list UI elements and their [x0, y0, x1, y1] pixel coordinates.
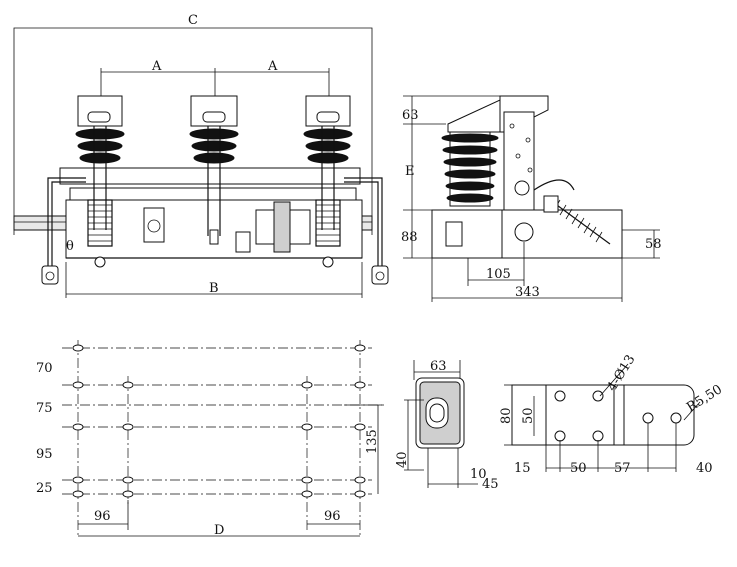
hole-plan: 70 75 95 25 135 96 96 D [36, 340, 384, 538]
dim-50-h: 50 [570, 461, 587, 476]
dim-95: 95 [36, 447, 53, 462]
dim-10: 10 [470, 467, 487, 482]
dim-e: E [405, 164, 415, 179]
dim-70: 70 [36, 361, 53, 376]
pole-1 [75, 95, 125, 268]
dim-63-side: 63 [402, 108, 419, 123]
dim-135: 135 [365, 429, 380, 454]
pole-2 [189, 95, 239, 245]
dim-58: 58 [645, 237, 662, 252]
dim-b: B [209, 281, 219, 296]
dim-96-right: 96 [324, 509, 341, 524]
pole-3 [303, 95, 353, 268]
side-view: 63 E 88 [401, 95, 662, 302]
label-theta: θ [66, 239, 74, 254]
handle-detail: 63 40 10 45 [395, 359, 499, 492]
dim-96-left: 96 [94, 509, 111, 524]
bracket-detail: 4-Ø13 R5,50 80 50 15 50 57 40 [499, 352, 725, 476]
dim-105: 105 [486, 267, 511, 282]
dim-40-bracket: 40 [696, 461, 713, 476]
front-view: C A A [13, 13, 389, 298]
dim-75: 75 [36, 401, 53, 416]
dim-80: 80 [499, 407, 514, 424]
dim-15: 15 [514, 461, 531, 476]
side-insulator [441, 131, 499, 207]
dim-c: C [188, 13, 198, 28]
dim-88: 88 [401, 230, 418, 245]
dim-343: 343 [515, 285, 540, 300]
dim-45: 45 [482, 477, 499, 492]
dim-25: 25 [36, 481, 53, 496]
dim-a-left: A [151, 59, 162, 74]
dim-63-handle: 63 [430, 359, 447, 374]
dim-50-v: 50 [521, 407, 536, 424]
dim-57: 57 [614, 461, 631, 476]
dim-40-handle: 40 [395, 451, 410, 468]
dim-a-right: A [267, 59, 278, 74]
dim-d: D [214, 523, 224, 538]
